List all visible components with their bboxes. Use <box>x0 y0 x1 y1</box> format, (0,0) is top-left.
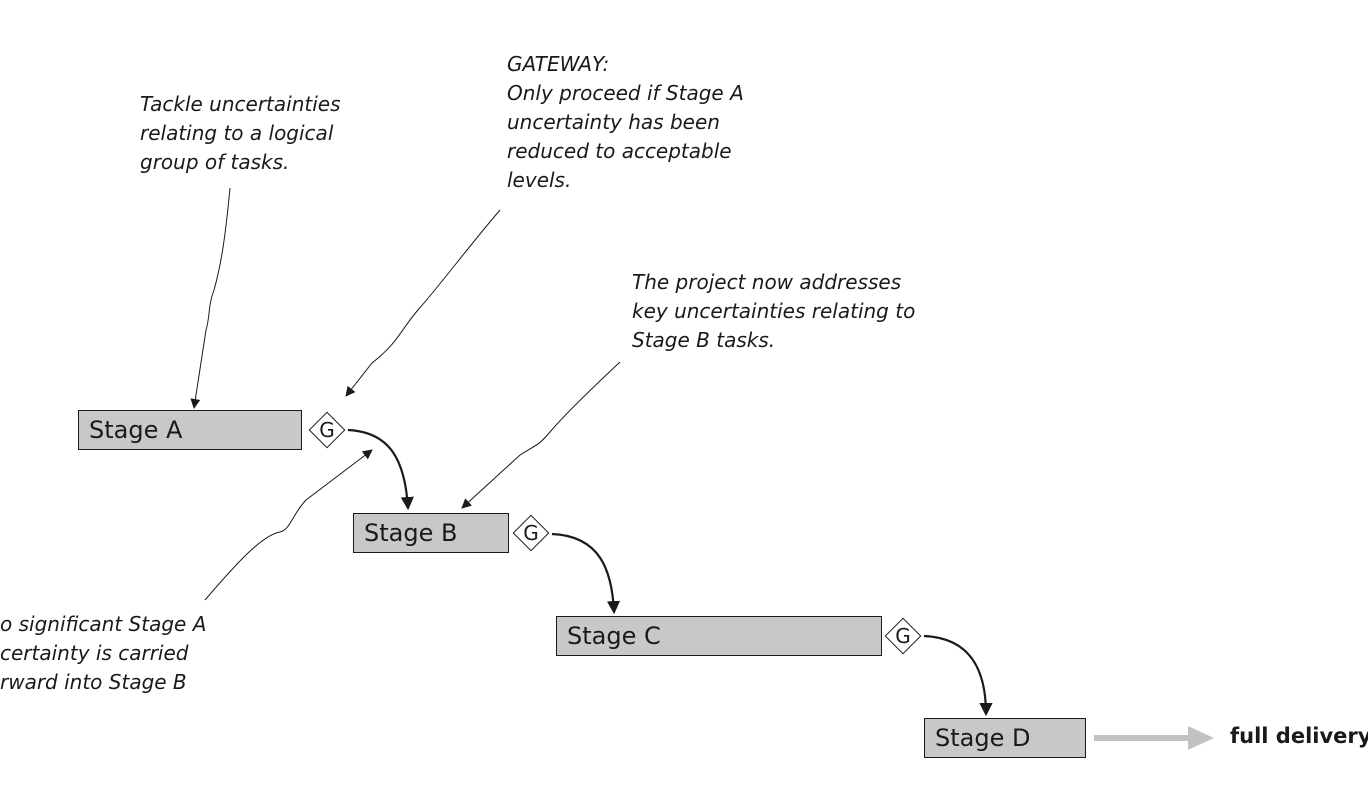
flow-arrow-a-to-b <box>347 428 414 511</box>
stage-d-box: Stage D <box>924 718 1086 758</box>
gate-label: G <box>319 418 335 442</box>
leader-carried-to-gate-a <box>204 449 373 601</box>
flow-arrow-c-to-d <box>923 634 993 717</box>
gate-b: G <box>512 514 550 552</box>
stage-c-box: Stage C <box>556 616 882 656</box>
note-gateway: GATEWAY: Only proceed if Stage A uncerta… <box>507 52 744 192</box>
gate-label: G <box>523 521 539 545</box>
stage-a-box: Stage A <box>78 410 302 450</box>
note-carried-forward: o significant Stage A certainty is carri… <box>0 612 207 694</box>
gate-c: G <box>884 617 922 655</box>
gate-a: G <box>308 411 346 449</box>
leader-project-to-stage-b <box>461 361 621 509</box>
note-project-addresses: The project now addresses key uncertaint… <box>632 270 916 352</box>
delivery-arrow-head <box>1188 726 1214 750</box>
leader-gateway-to-gate-a <box>345 209 501 397</box>
flow-arrow-b-to-c <box>551 532 621 615</box>
note-tackle-uncertainties: Tackle uncertainties relating to a logic… <box>140 92 341 174</box>
stage-b-box: Stage B <box>353 513 509 553</box>
leader-tackle-to-stage-a <box>190 187 231 409</box>
full-delivery-label: full delivery <box>1230 724 1368 748</box>
gate-label: G <box>895 624 911 648</box>
